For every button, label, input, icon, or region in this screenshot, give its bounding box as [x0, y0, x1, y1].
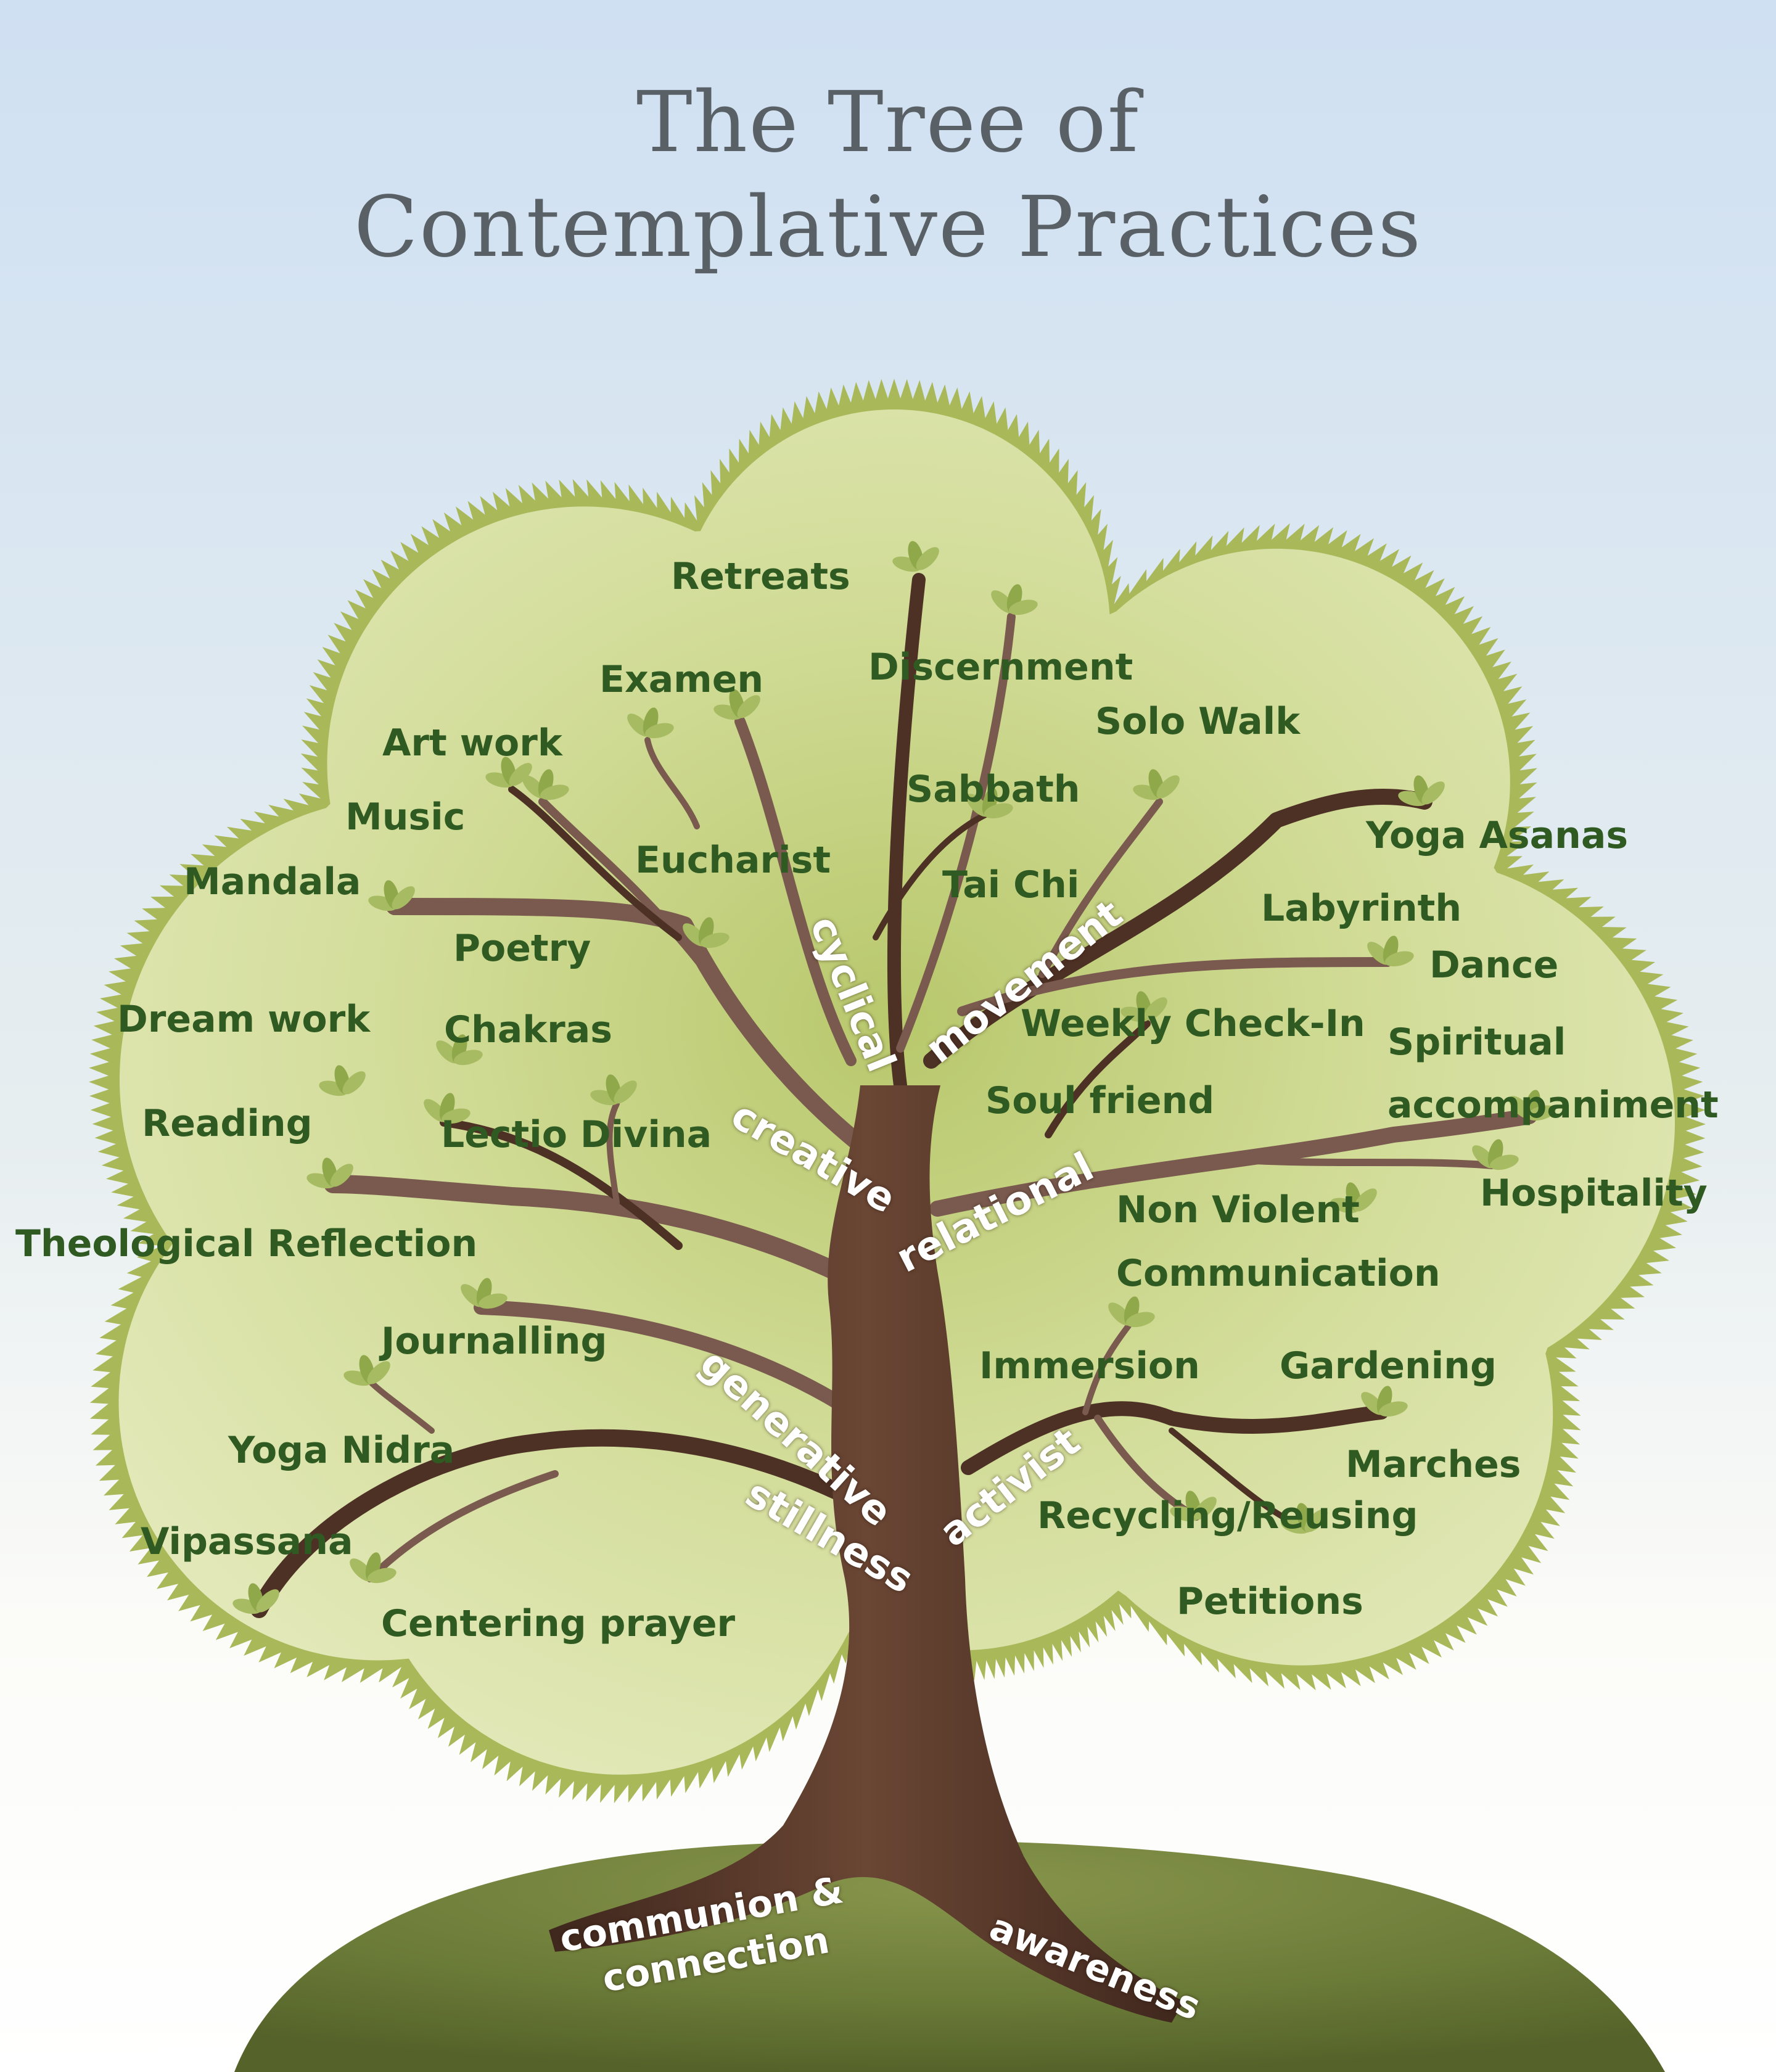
- leaf: [392, 886, 415, 910]
- title-line-1: The Tree of: [636, 74, 1140, 171]
- practice-examen: Examen: [599, 658, 764, 701]
- branch: [440, 1118, 683, 1250]
- leaf: [1144, 997, 1167, 1021]
- practice-dream-work: Dream work: [117, 998, 371, 1041]
- practice-eucharist: Eucharist: [635, 839, 831, 882]
- practice-immersion: Immersion: [979, 1344, 1200, 1388]
- practice-hospitality: Hospitality: [1480, 1172, 1708, 1215]
- branch: [366, 1470, 559, 1582]
- branch: [538, 797, 713, 979]
- leaf: [1156, 775, 1180, 799]
- branch: [644, 737, 700, 829]
- leaf: [1354, 1188, 1377, 1212]
- practice-sabbath: Sabbath: [906, 768, 1080, 811]
- leaf: [478, 1293, 508, 1309]
- practice-poetry: Poetry: [453, 927, 591, 970]
- branch: [734, 716, 857, 1066]
- leaf: [1125, 1312, 1155, 1328]
- practice-weekly-check-in: Weekly Check-In: [1021, 1002, 1365, 1045]
- practice-mandala: Mandala: [184, 860, 361, 903]
- leaves: [232, 541, 1556, 1614]
- practice-recycling-reusing: Recycling/Reusing: [1037, 1494, 1418, 1537]
- branch: [1045, 1020, 1151, 1138]
- leaf: [1384, 951, 1414, 967]
- leaf: [453, 1050, 483, 1066]
- practice-non-violent: Non Violent: [1116, 1188, 1360, 1231]
- leaf: [367, 1361, 390, 1384]
- leaf: [367, 1568, 397, 1584]
- branch: [508, 786, 682, 941]
- leaf: [342, 1071, 366, 1095]
- trunk: [549, 1085, 1184, 2023]
- practice-gardening: Gardening: [1280, 1344, 1497, 1388]
- practice-solo-walk: Solo Walk: [1095, 700, 1301, 743]
- practice-communication: Communication: [1116, 1252, 1441, 1295]
- leaf: [509, 763, 532, 786]
- branch: [1082, 1323, 1132, 1415]
- branch: [887, 573, 926, 1092]
- leaf: [1421, 781, 1445, 805]
- leaf: [644, 723, 674, 739]
- practice-theological-reflection: Theological Reflection: [15, 1222, 478, 1265]
- branch: [873, 811, 990, 940]
- leaf: [1193, 1497, 1217, 1520]
- practice-soul-friend: Soul friend: [985, 1079, 1215, 1122]
- branch: [367, 1378, 435, 1434]
- leaf: [737, 695, 760, 718]
- practice-dance: Dance: [1429, 944, 1559, 987]
- leaf: [916, 547, 939, 570]
- branch: [961, 1401, 1389, 1475]
- practice-yoga-nidra: Yoga Nidra: [228, 1429, 455, 1472]
- practice-lectio-divina: Lectio Divina: [441, 1113, 712, 1156]
- leaf: [700, 932, 730, 948]
- leaf: [1489, 1154, 1519, 1170]
- practice-accompaniment: accompaniment: [1388, 1083, 1719, 1127]
- practice-art-work: Art work: [382, 722, 562, 765]
- practice-petitions: Petitions: [1177, 1580, 1363, 1623]
- branch: [324, 1175, 891, 1304]
- leaf: [256, 1589, 279, 1613]
- title-line-2: Contemplative Practices: [353, 179, 1423, 276]
- branch: [474, 1300, 871, 1426]
- practice-reading: Reading: [142, 1102, 313, 1145]
- branch: [957, 957, 1392, 1016]
- branches: [250, 573, 1537, 1618]
- branch: [250, 1429, 884, 1618]
- practice-marches: Marches: [1346, 1443, 1521, 1486]
- branch: [929, 1108, 1537, 1217]
- practice-retreats: Retreats: [671, 555, 850, 598]
- practice-journalling: Journalling: [381, 1320, 607, 1363]
- practice-yoga-asanas: Yoga Asanas: [1366, 814, 1629, 857]
- branch: [1038, 798, 1163, 978]
- leaf: [1304, 1509, 1328, 1532]
- hill: [234, 1840, 1665, 2072]
- practice-tai-chi: Tai Chi: [942, 863, 1080, 906]
- leaf: [441, 1108, 471, 1124]
- leaf: [540, 784, 569, 800]
- leaf: [1378, 1401, 1408, 1417]
- practice-labyrinth: Labyrinth: [1261, 887, 1462, 930]
- practice-music: Music: [345, 796, 466, 839]
- leaf: [614, 1080, 637, 1104]
- leaf: [984, 803, 1013, 819]
- practice-discernment: Discernment: [868, 646, 1133, 689]
- branch: [1230, 1156, 1496, 1169]
- practice-centering-prayer: Centering prayer: [381, 1602, 736, 1645]
- practice-chakras: Chakras: [444, 1008, 612, 1051]
- branch: [606, 1101, 620, 1206]
- leaf: [330, 1164, 353, 1187]
- practice-spiritual: Spiritual: [1388, 1021, 1566, 1064]
- practice-vipassana: Vipassana: [141, 1520, 353, 1563]
- leaf: [1008, 599, 1038, 615]
- leaf: [1526, 1105, 1556, 1121]
